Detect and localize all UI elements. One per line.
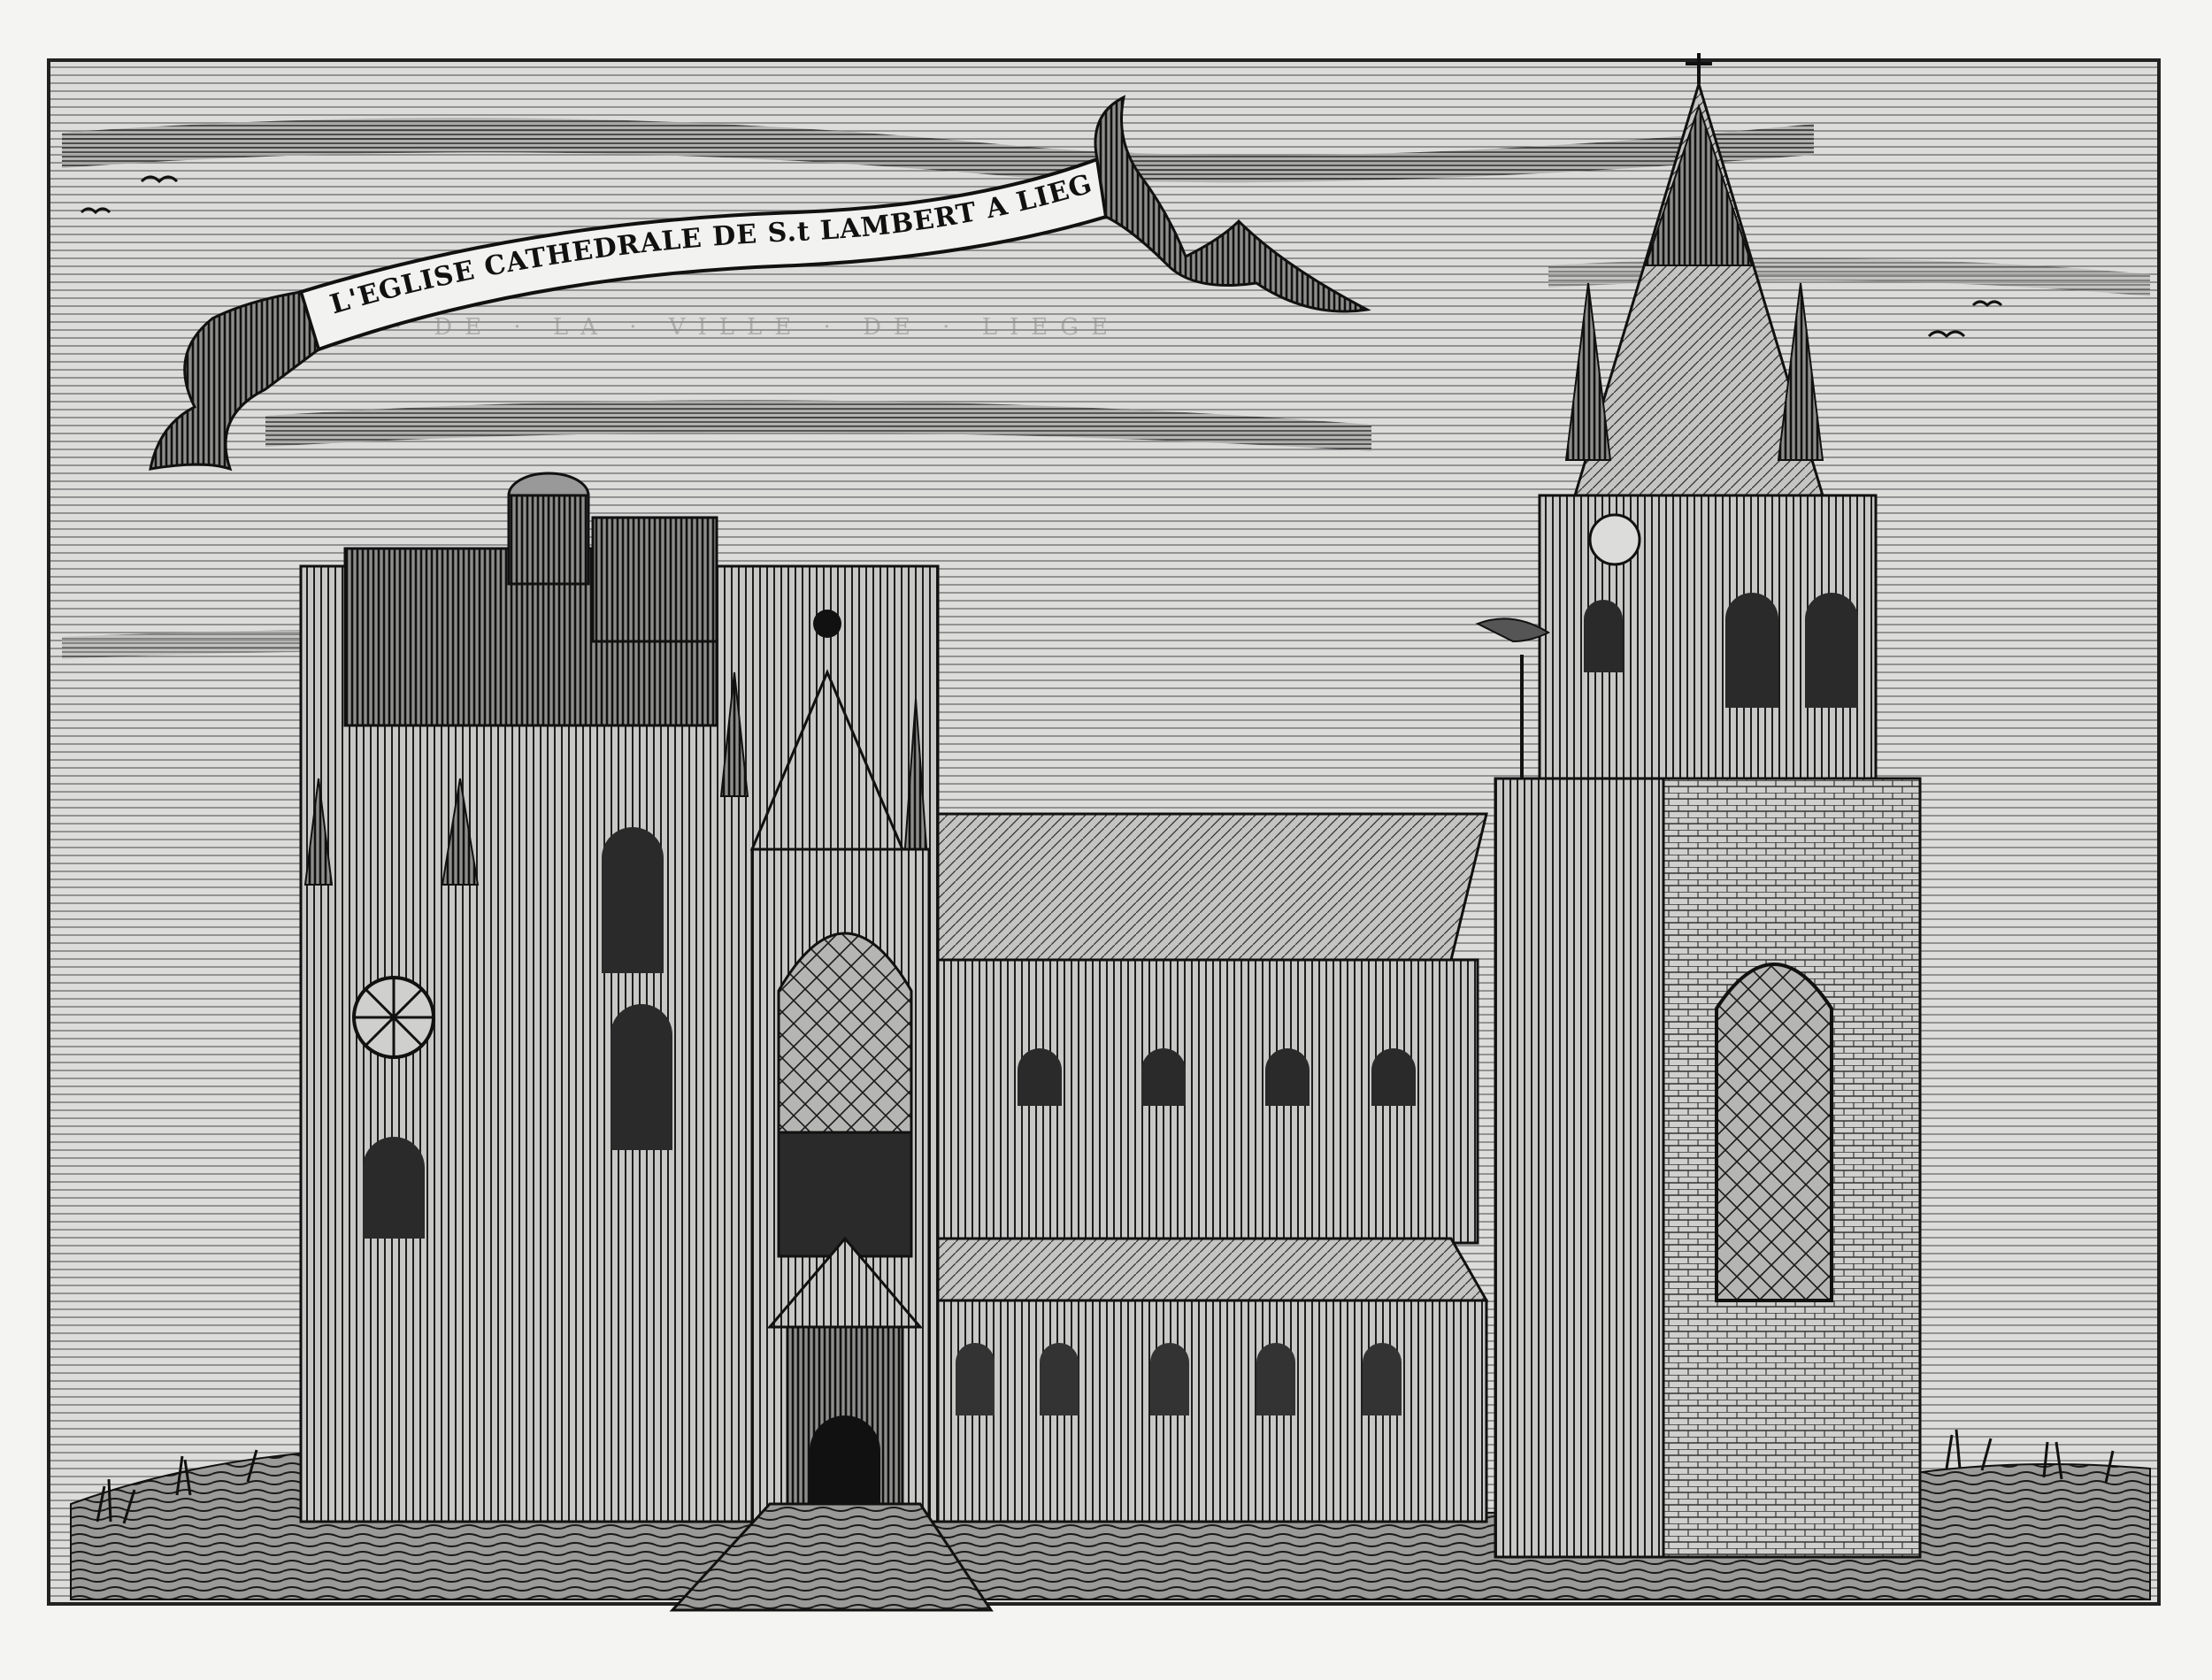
grass-tufts (96, 1429, 2115, 1524)
birds (80, 175, 2003, 339)
cathedral (299, 53, 1922, 1612)
